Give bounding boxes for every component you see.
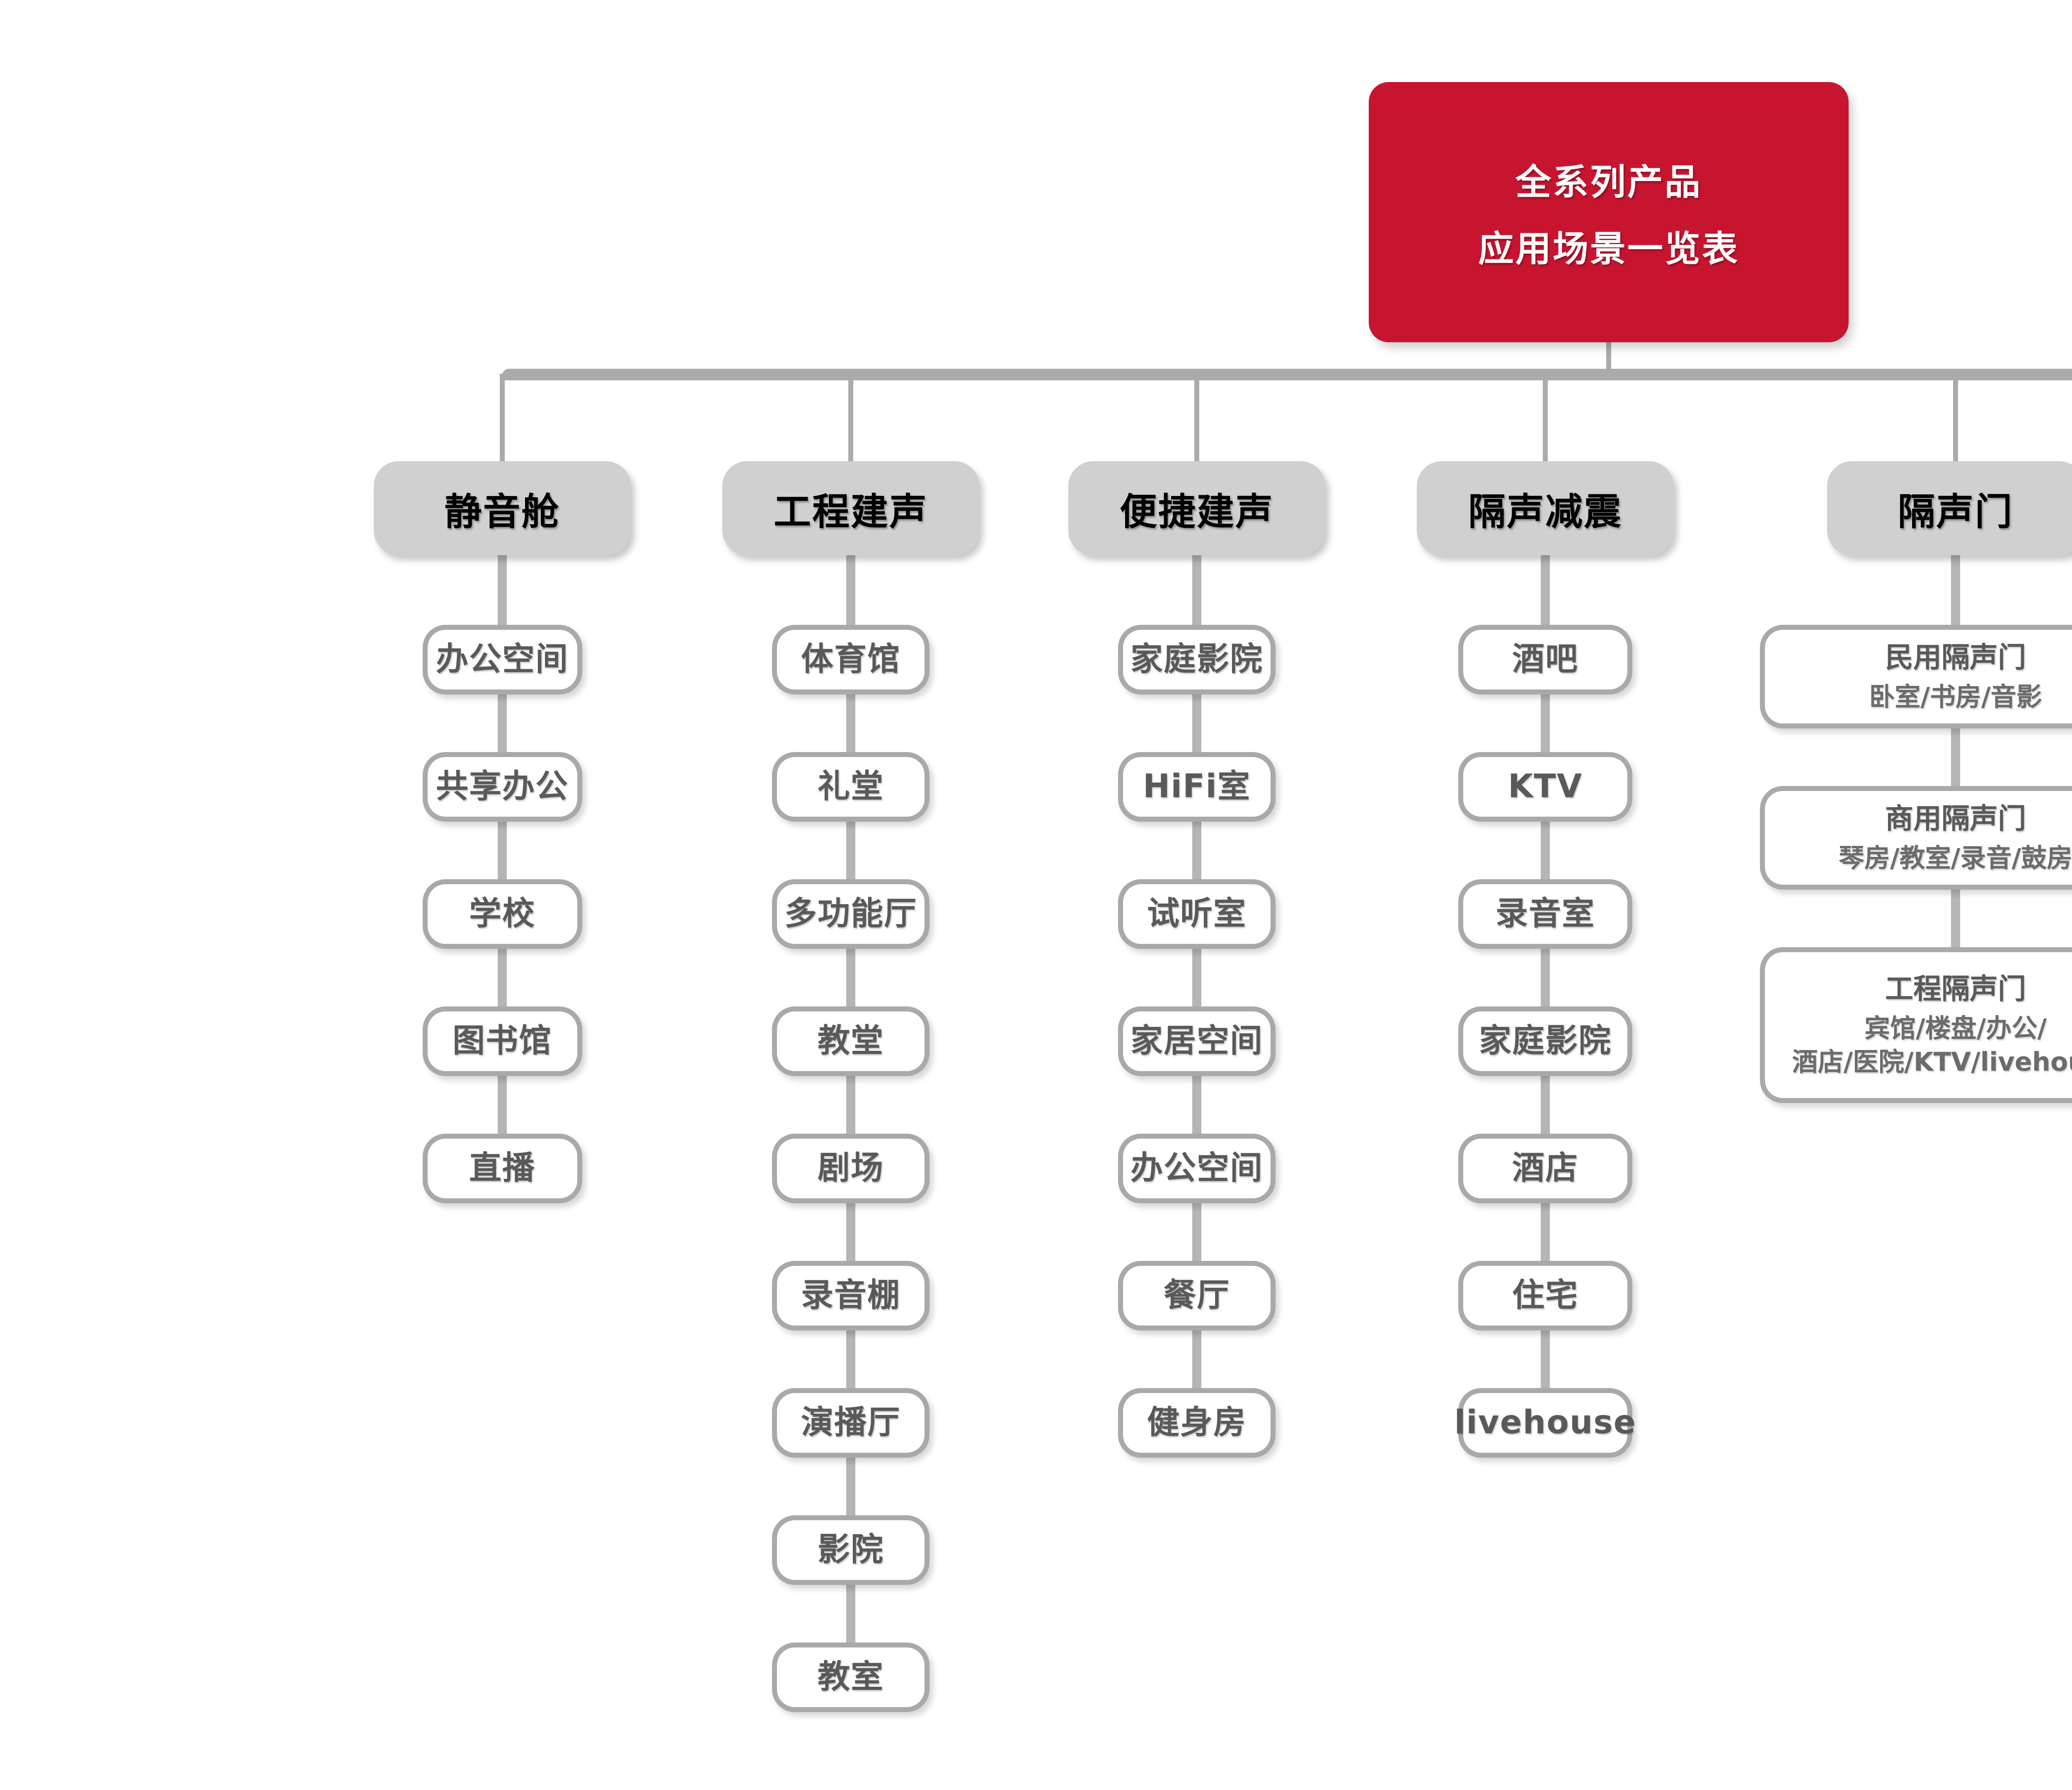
node-box: 酒吧 — [1458, 625, 1632, 694]
node-label: 图书馆 — [452, 1022, 552, 1060]
column-engineering-acoustics: 工程建声 体育馆 礼堂 多功能厅 教堂 剧场 录音棚 演播厅 影院 教室 — [644, 461, 1058, 1712]
drop-line-col5 — [1953, 374, 1958, 481]
node-box: livehouse — [1454, 1388, 1636, 1458]
node-label: 住宅 — [1512, 1277, 1578, 1314]
node-box: 礼堂 — [772, 752, 929, 822]
column-items: 办公空间 共享办公 学校 图书馆 直播 — [422, 625, 582, 1203]
node-label: 试听室 — [1147, 895, 1247, 933]
root-title-line1: 全系列产品 — [1515, 162, 1702, 203]
root-connector-line — [1606, 339, 1611, 375]
node-label: HiFi室 — [1143, 768, 1251, 806]
node-box: 住宅 — [1458, 1261, 1632, 1330]
node-box: 体育馆 — [772, 625, 929, 694]
node-box: 多功能厅 — [772, 879, 929, 949]
node-label: KTV — [1508, 768, 1583, 806]
header-quiet-cabin: 静音舱 — [374, 461, 631, 555]
column-soundproof-doors: 隔声门 民用隔声门 卧室/书房/音影 商用隔声门 琴房/教室/录音/鼓房 工程隔… — [1748, 461, 2072, 1103]
node-subtitle: 琴房/教室/录音/鼓房 — [1839, 842, 2072, 873]
node-label: 餐厅 — [1163, 1277, 1230, 1314]
header-label: 便捷建声 — [1120, 490, 1274, 534]
node-box: 酒店 — [1458, 1134, 1632, 1203]
node-label: livehouse — [1454, 1404, 1636, 1442]
node-title: 民用隔声门 — [1885, 641, 2026, 674]
drop-line-col1 — [500, 374, 505, 481]
column-portable-acoustics: 便捷建声 家庭影院 HiFi室 试听室 家居空间 办公空间 餐厅 健身房 — [990, 461, 1404, 1458]
drop-line-col4 — [1543, 374, 1548, 481]
header-label: 工程建声 — [774, 490, 928, 534]
node-box: 直播 — [422, 1134, 582, 1203]
node-box: 图书馆 — [422, 1006, 582, 1076]
node-subtitle: 卧室/书房/音影 — [1869, 681, 2042, 712]
node-title: 工程隔声门 — [1885, 972, 2026, 1006]
node-box: 试听室 — [1118, 879, 1276, 949]
header-sound-isolation-damping: 隔声减震 — [1417, 461, 1674, 555]
node-title: 商用隔声门 — [1885, 802, 2026, 835]
root-node: 全系列产品 应用场景一览表 — [1369, 82, 1849, 342]
drop-line-col3 — [1194, 374, 1199, 481]
node-label: 共享办公 — [436, 768, 569, 806]
column-sound-isolation-damping: 隔声减震 酒吧 KTV 录音室 家庭影院 酒店 住宅 livehouse — [1338, 461, 1752, 1458]
column-items: 体育馆 礼堂 多功能厅 教堂 剧场 录音棚 演播厅 影院 教室 — [772, 625, 929, 1712]
node-box: 剧场 — [772, 1134, 929, 1203]
node-label: 办公空间 — [1130, 1149, 1263, 1187]
node-label: 录音棚 — [801, 1277, 900, 1314]
node-box: 录音室 — [1458, 879, 1632, 949]
node-box: 教室 — [772, 1642, 929, 1712]
node-box: 学校 — [422, 879, 582, 949]
node-label: 教堂 — [817, 1022, 884, 1060]
node-box: 健身房 — [1118, 1388, 1276, 1458]
header-label: 隔声门 — [1898, 490, 2014, 534]
node-label: 直播 — [469, 1149, 535, 1187]
header-engineering-acoustics: 工程建声 — [722, 461, 979, 555]
node-box: 演播厅 — [772, 1388, 929, 1458]
node-box-commercial-doors: 商用隔声门 琴房/教室/录音/鼓房 — [1760, 786, 2072, 890]
node-label: 健身房 — [1147, 1404, 1247, 1442]
header-label: 静音舱 — [444, 490, 560, 534]
node-label: 演播厅 — [801, 1404, 900, 1442]
header-portable-acoustics: 便捷建声 — [1068, 461, 1325, 555]
node-box: 餐厅 — [1118, 1261, 1276, 1330]
node-box: 家居空间 — [1118, 1006, 1276, 1076]
node-box: 办公空间 — [422, 625, 582, 694]
node-label: 学校 — [469, 895, 535, 933]
node-box: 教堂 — [772, 1006, 929, 1076]
column-quiet-cabin: 静音舱 办公空间 共享办公 学校 图书馆 直播 — [295, 461, 709, 1203]
node-subtitle: 宾馆/楼盘/办公/ — [1864, 1013, 2047, 1043]
header-label: 隔声减震 — [1468, 490, 1622, 534]
node-label: 礼堂 — [817, 768, 884, 806]
node-box: HiFi室 — [1118, 752, 1276, 822]
column-items: 酒吧 KTV 录音室 家庭影院 酒店 住宅 livehouse — [1454, 625, 1636, 1458]
node-label: 教室 — [817, 1658, 884, 1696]
node-label: 体育馆 — [801, 641, 900, 678]
node-subtitle-2: 酒店/医院/KTV/livehouse — [1792, 1047, 2072, 1077]
drop-line-col2 — [848, 374, 853, 481]
node-label: 家居空间 — [1130, 1022, 1263, 1060]
node-label: 录音室 — [1495, 895, 1595, 933]
node-label: 影院 — [817, 1531, 884, 1569]
column-items: 民用隔声门 卧室/书房/音影 商用隔声门 琴房/教室/录音/鼓房 工程隔声门 宾… — [1760, 625, 2072, 1103]
node-box-residential-doors: 民用隔声门 卧室/书房/音影 — [1760, 625, 2072, 728]
column-items: 家庭影院 HiFi室 试听室 家居空间 办公空间 餐厅 健身房 — [1118, 625, 1276, 1458]
root-title-line2: 应用场景一览表 — [1478, 228, 1739, 270]
node-box: 家庭影院 — [1458, 1006, 1632, 1076]
node-box: 影院 — [772, 1515, 929, 1585]
node-label: 家庭影院 — [1479, 1022, 1612, 1060]
node-label: 多功能厅 — [784, 895, 917, 933]
header-soundproof-doors: 隔声门 — [1827, 461, 2072, 555]
node-label: 剧场 — [817, 1149, 884, 1187]
node-label: 办公空间 — [436, 641, 569, 678]
node-box: KTV — [1458, 752, 1632, 822]
node-box: 家庭影院 — [1118, 625, 1276, 694]
node-label: 酒店 — [1512, 1149, 1578, 1187]
node-label: 酒吧 — [1512, 641, 1578, 678]
horizontal-bus-line — [502, 369, 2072, 380]
node-box: 办公空间 — [1118, 1134, 1276, 1203]
node-box: 录音棚 — [772, 1261, 929, 1330]
node-box: 共享办公 — [422, 752, 582, 822]
node-label: 家庭影院 — [1130, 641, 1263, 678]
node-box-engineering-doors: 工程隔声门 宾馆/楼盘/办公/ 酒店/医院/KTV/livehouse — [1760, 947, 2072, 1103]
